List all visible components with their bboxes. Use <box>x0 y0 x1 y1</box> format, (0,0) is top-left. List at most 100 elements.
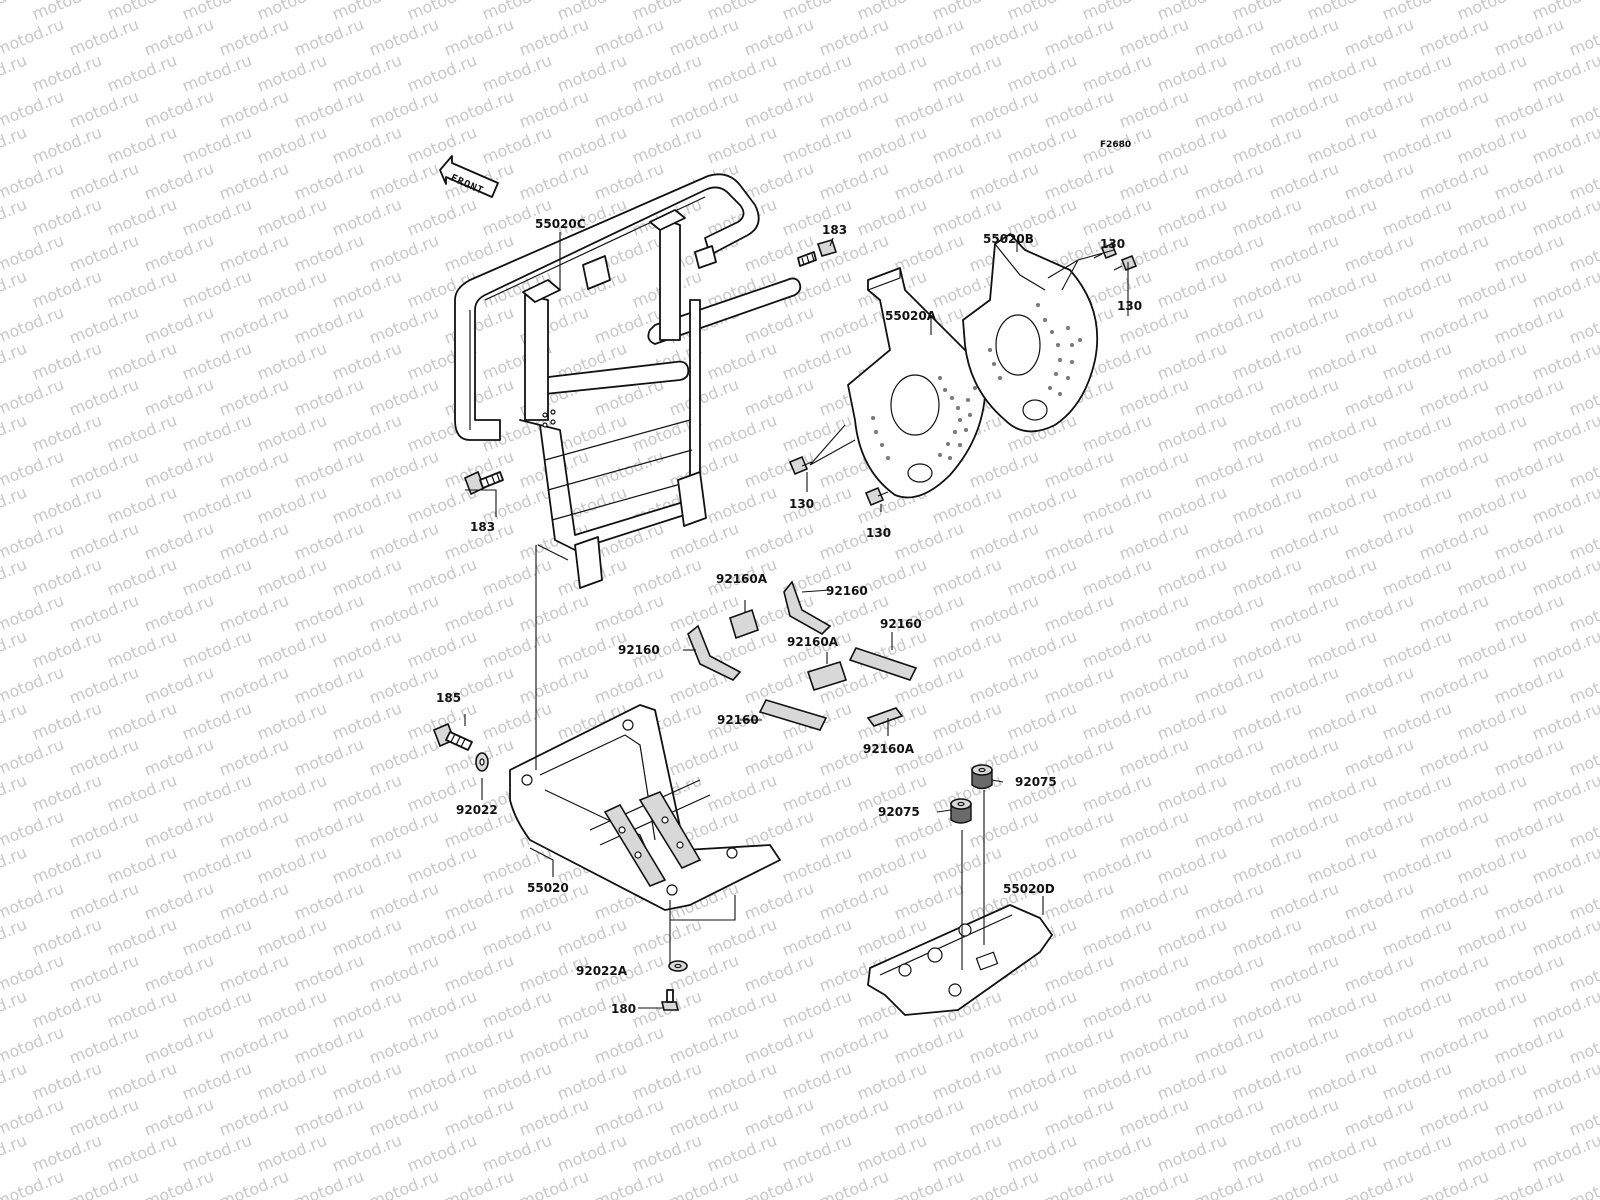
watermark-text: motod.ru <box>854 699 929 744</box>
watermark-text: motod.ru <box>1191 951 1266 996</box>
watermark-text: motod.ru <box>1454 339 1529 384</box>
watermark-text: motod.ru <box>1454 699 1529 744</box>
watermark-text: motod.ru <box>741 735 816 780</box>
watermark-text: motod.ru <box>179 699 254 744</box>
watermark-text: motod.ru <box>891 1095 966 1140</box>
watermark-text: motod.ru <box>1491 87 1566 132</box>
watermark-text: motod.ru <box>1341 231 1416 276</box>
watermark-text: motod.ru <box>329 699 404 744</box>
watermark-text: motod.ru <box>0 1167 67 1200</box>
watermark-text: motod.ru <box>254 627 329 672</box>
watermark-text: motod.ru <box>1341 1167 1416 1200</box>
watermark-text: motod.ru <box>741 1167 816 1200</box>
watermark-text: motod.ru <box>1529 483 1600 528</box>
watermark-text: motod.ru <box>666 519 741 564</box>
watermark-text: motod.ru <box>1416 375 1491 420</box>
watermark-text: motod.ru <box>1191 663 1266 708</box>
watermark-text: motod.ru <box>29 123 104 168</box>
watermark-text: motod.ru <box>29 555 104 600</box>
watermark-text: motod.ru <box>1304 843 1379 888</box>
watermark-text: motod.ru <box>1491 591 1566 636</box>
watermark-text: motod.ru <box>329 411 404 456</box>
watermark-text: motod.ru <box>1304 555 1379 600</box>
watermark-text: motod.ru <box>0 231 67 276</box>
watermark-text: motod.ru <box>291 1023 366 1068</box>
watermark-text: motod.ru <box>704 987 779 1032</box>
watermark-text: motod.ru <box>479 987 554 1032</box>
label-92160-left: 92160 <box>618 643 660 657</box>
watermark-text: motod.ru <box>291 303 366 348</box>
watermark-text: motod.ru <box>741 1095 816 1140</box>
watermark-text: motod.ru <box>179 771 254 816</box>
watermark-text: motod.ru <box>104 483 179 528</box>
watermark-text: motod.ru <box>329 195 404 240</box>
watermark-text: motod.ru <box>141 1167 216 1200</box>
watermark-text: motod.ru <box>1341 591 1416 636</box>
watermark-text: motod.ru <box>666 15 741 60</box>
watermark-text: motod.ru <box>1079 627 1154 672</box>
watermark-text: motod.ru <box>1191 15 1266 60</box>
watermark-text: motod.ru <box>704 123 779 168</box>
watermark-text: motod.ru <box>1229 771 1304 816</box>
watermark-text: motod.ru <box>254 195 329 240</box>
watermark-text: motod.ru <box>704 915 779 960</box>
watermark-text: motod.ru <box>479 699 554 744</box>
watermark-text: motod.ru <box>66 1167 141 1200</box>
watermark-text: motod.ru <box>141 303 216 348</box>
watermark-text: motod.ru <box>1304 987 1379 1032</box>
label-55020c: 55020C <box>535 217 586 231</box>
watermark-text: motod.ru <box>179 123 254 168</box>
watermark-text: motod.ru <box>741 807 816 852</box>
watermark-text: motod.ru <box>1454 555 1529 600</box>
watermark-text: motod.ru <box>891 159 966 204</box>
watermark-text: motod.ru <box>779 123 854 168</box>
watermark-text: motod.ru <box>1229 699 1304 744</box>
watermark-text: motod.ru <box>29 483 104 528</box>
watermark-text: motod.ru <box>366 591 441 636</box>
watermark-text: motod.ru <box>366 951 441 996</box>
perforation-pattern-b <box>988 303 1082 396</box>
watermark-text: motod.ru <box>1191 231 1266 276</box>
watermark-text: motod.ru <box>1341 879 1416 924</box>
watermark-text: motod.ru <box>1266 447 1341 492</box>
watermark-text: motod.ru <box>1266 735 1341 780</box>
watermark-text: motod.ru <box>1529 915 1600 960</box>
watermark-text: motod.ru <box>1041 951 1116 996</box>
watermark-text: motod.ru <box>291 375 366 420</box>
label-55020a: 55020A <box>885 309 937 323</box>
watermark-text: motod.ru <box>1491 375 1566 420</box>
watermark-text: motod.ru <box>1529 411 1600 456</box>
label-183-lower: 183 <box>470 520 495 534</box>
watermark-text: motod.ru <box>366 735 441 780</box>
watermark-text: motod.ru <box>1454 843 1529 888</box>
watermark-text: motod.ru <box>366 1023 441 1068</box>
watermark-text: motod.ru <box>441 15 516 60</box>
watermark-text: motod.ru <box>1416 159 1491 204</box>
watermark-text: motod.ru <box>1079 411 1154 456</box>
watermark-text: motod.ru <box>1266 1095 1341 1140</box>
watermark-text: motod.ru <box>479 123 554 168</box>
watermark-text: motod.ru <box>741 159 816 204</box>
watermark-text: motod.ru <box>1266 519 1341 564</box>
watermark-text: motod.ru <box>1416 15 1491 60</box>
watermark-text: motod.ru <box>104 1131 179 1176</box>
watermark-text: motod.ru <box>441 1167 516 1200</box>
watermark-text: motod.ru <box>1491 735 1566 780</box>
watermark-text: motod.ru <box>1491 303 1566 348</box>
watermark-text: motod.ru <box>516 15 591 60</box>
watermark-text: motod.ru <box>1304 915 1379 960</box>
washer-92022a <box>668 960 688 972</box>
watermark-text: motod.ru <box>966 1023 1041 1068</box>
watermark-text: motod.ru <box>104 915 179 960</box>
watermark-text: motod.ru <box>891 1167 966 1200</box>
watermark-text: motod.ru <box>141 735 216 780</box>
watermark-text: motod.ru <box>1416 807 1491 852</box>
watermark-text: motod.ru <box>1304 267 1379 312</box>
watermark-text: motod.ru <box>254 267 329 312</box>
watermark-text: motod.ru <box>1116 375 1191 420</box>
watermark-text: motod.ru <box>966 663 1041 708</box>
watermark-text: motod.ru <box>404 1059 479 1104</box>
watermark-text: motod.ru <box>929 1059 1004 1104</box>
watermark-text: motod.ru <box>1416 87 1491 132</box>
watermark-text: motod.ru <box>816 303 891 348</box>
